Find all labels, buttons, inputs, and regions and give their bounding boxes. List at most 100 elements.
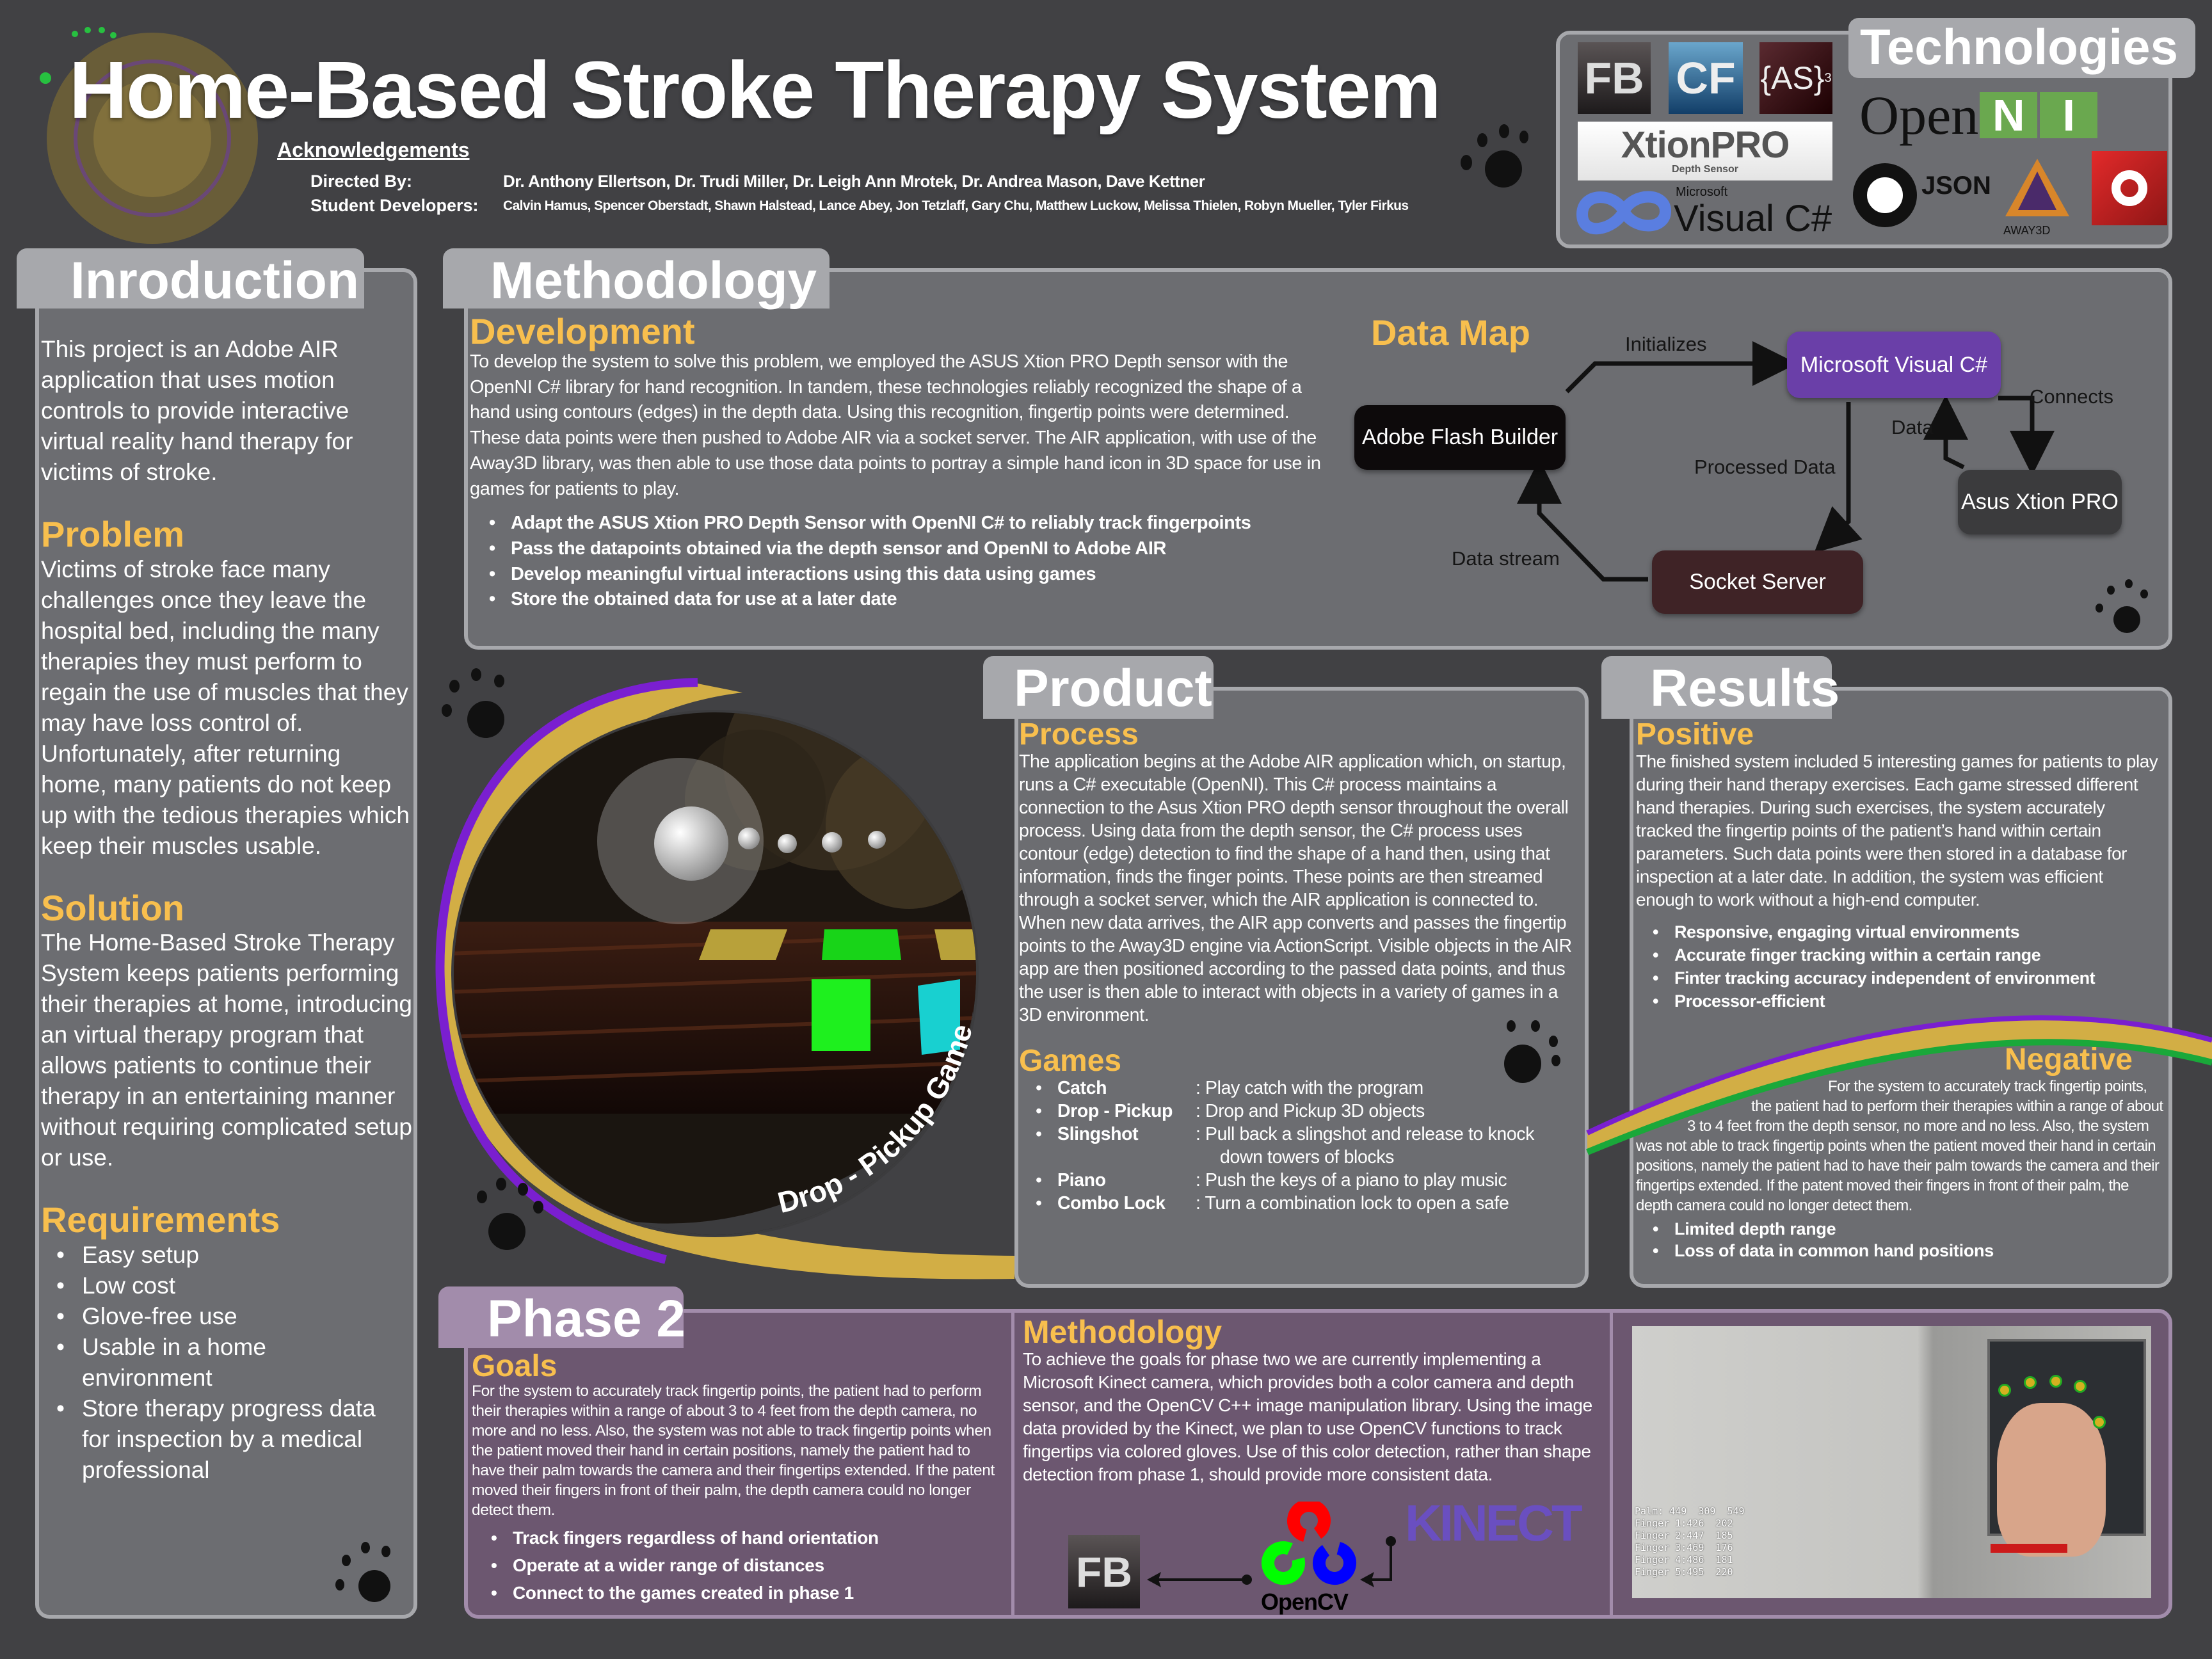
- student-developers-names: Calvin Hamus, Spencer Oberstadt, Shawn H…: [503, 198, 1409, 213]
- list-item: Easy setup: [56, 1240, 389, 1270]
- purple-arc: [435, 678, 698, 1264]
- edge-label-data-stream: Data stream: [1452, 547, 1560, 570]
- phase2-hand-tracking-photo: Palm: 449 309 549 Finger 1:426 202 Finge…: [1632, 1326, 2151, 1598]
- negative-bullets: Limited depth range Loss of data in comm…: [1653, 1218, 2168, 1262]
- development-heading: Development: [470, 311, 695, 351]
- games-heading: Games: [1019, 1044, 1122, 1078]
- technologies-tab: Technologies: [1848, 18, 2195, 78]
- flash-builder-logo: FB: [1578, 42, 1651, 114]
- results-tab: Results: [1601, 656, 1839, 719]
- phase2-methodology-text: To achieve the goals for phase two we ar…: [1023, 1349, 1592, 1484]
- goals-column: Goals For the system to accurately track…: [472, 1349, 1006, 1607]
- process-text: The application begins at the Adobe AIR …: [1019, 751, 1572, 1025]
- microsoft-label: Microsoft: [1676, 185, 1728, 199]
- list-item: Finter tracking accuracy independent of …: [1653, 966, 2164, 990]
- list-item: Glove-free use: [56, 1301, 389, 1332]
- game-row: •Combo Lock: Turn a combination lock to …: [1036, 1193, 1509, 1214]
- data-map-node-flash-builder: Adobe Flash Builder: [1354, 405, 1566, 470]
- list-item: Limited depth range: [1653, 1218, 2168, 1240]
- edge-label-connects: Connects: [2030, 385, 2113, 408]
- problem-text: Victims of stroke face many challenges o…: [41, 556, 410, 859]
- paw-print-icon: [333, 1539, 397, 1603]
- list-item: Usable in a home environment: [56, 1332, 389, 1393]
- list-item: Track fingers regardless of hand orienta…: [491, 1524, 1006, 1551]
- data-map-node-xtion: Asus Xtion PRO: [1958, 470, 2122, 534]
- product-panel: [1014, 687, 1589, 1288]
- phase2-methodology-heading: Methodology: [1023, 1314, 1222, 1350]
- list-item: Pass the datapoints obtained via the dep…: [489, 536, 1334, 562]
- list-item: Low cost: [56, 1270, 389, 1301]
- introduction-tab: Inroduction: [17, 248, 364, 309]
- directed-by-names: Dr. Anthony Ellertson, Dr. Trudi Miller,…: [503, 172, 1205, 191]
- xtion-pro-logo: XtionPRO Depth Sensor: [1578, 122, 1832, 180]
- list-item: Store the obtained data for use at a lat…: [489, 587, 1334, 613]
- process-heading: Process: [1019, 717, 1139, 751]
- edge-label-data: Data: [1891, 416, 1934, 438]
- solution-heading: Solution: [41, 887, 184, 928]
- paw-print-icon: [1459, 122, 1536, 192]
- paw-print-icon: [2094, 579, 2152, 637]
- methodology-bullets: Adapt the ASUS Xtion PRO Depth Sensor wi…: [489, 511, 1334, 613]
- paw-print-icon: [442, 666, 512, 742]
- development-column: Development To develop the system to sol…: [470, 314, 1334, 613]
- product-tab: Product: [983, 656, 1214, 719]
- adobe-air-logo: [2092, 151, 2167, 225]
- list-item: Store therapy progress data for inspecti…: [56, 1393, 389, 1486]
- list-item: Adapt the ASUS Xtion PRO Depth Sensor wi…: [489, 511, 1334, 536]
- game-row: •Piano: Push the keys of a piano to play…: [1036, 1170, 1507, 1190]
- development-text: To develop the system to solve this prob…: [470, 351, 1321, 499]
- goals-heading: Goals: [472, 1349, 557, 1383]
- introduction-column: This project is an Adobe AIR application…: [41, 334, 412, 1486]
- list-item: Connect to the games created in phase 1: [491, 1579, 1006, 1607]
- game-row: •Drop - Pickup: Drop and Pickup 3D objec…: [1036, 1101, 1425, 1121]
- negative-column: For the system to accurately track finge…: [1636, 1077, 2168, 1262]
- negative-heading: Negative: [2004, 1043, 2133, 1077]
- data-map-node-visual-cs: Microsoft Visual C#: [1787, 332, 2001, 398]
- data-map-heading: Data Map: [1371, 312, 1530, 353]
- positive-column: Positive The finished system included 5 …: [1636, 719, 2164, 1013]
- positive-bullets: Responsive, engaging virtual environment…: [1653, 920, 2164, 1013]
- openni-logo: Open N I: [1859, 88, 2098, 143]
- visual-cs-label: Visual C#: [1674, 198, 1832, 239]
- directed-by-label: Directed By:: [310, 172, 413, 191]
- seal-dots: [40, 24, 116, 88]
- requirements-heading: Requirements: [41, 1199, 280, 1240]
- opencv-logo: [1262, 1502, 1356, 1585]
- university-seal: [47, 33, 258, 244]
- page-title: Home-Based Stroke Therapy System: [69, 45, 1441, 135]
- away3d-label: AWAY3D: [2003, 224, 2051, 237]
- list-item: Responsive, engaging virtual environment…: [1653, 920, 2164, 943]
- phase2-tab: Phase 2: [438, 1286, 685, 1348]
- introduction-text: This project is an Adobe AIR application…: [41, 336, 353, 485]
- list-item: Loss of data in common hand positions: [1653, 1240, 2168, 1262]
- json-label: JSON: [1921, 172, 1991, 200]
- phase2-divider: [1011, 1309, 1014, 1619]
- methodology-tab: Methodology: [443, 248, 830, 309]
- problem-heading: Problem: [41, 514, 185, 554]
- finger-readout: Palm: 449 309 549 Finger 1:426 202 Finge…: [1635, 1505, 1745, 1578]
- data-map-node-socket-server: Socket Server: [1652, 550, 1863, 614]
- kinect-logo: KINECT: [1405, 1495, 1583, 1551]
- list-item: Operate at a wider range of distances: [491, 1551, 1006, 1579]
- paw-print-icon: [477, 1178, 547, 1254]
- game-row: •Catch: Play catch with the program: [1036, 1078, 1423, 1098]
- flash-builder-logo: FB: [1068, 1535, 1140, 1608]
- product-column: Process The application begins at the Ad…: [1019, 719, 1576, 1215]
- phase2-flow-arrows: [1147, 1536, 1396, 1587]
- list-item: Processor-efficient: [1653, 990, 2164, 1013]
- requirements-list: Easy setup Low cost Glove-free use Usabl…: [56, 1240, 389, 1486]
- opencv-label: OpenCV: [1261, 1589, 1349, 1615]
- positive-text: The finished system included 5 interesti…: [1636, 751, 2158, 910]
- coldfusion-logo: CF: [1669, 42, 1743, 114]
- list-item: Accurate finger tracking within a certai…: [1653, 943, 2164, 966]
- game-row-continuation: down towers of blocks: [1220, 1147, 1394, 1167]
- edge-label-initializes: Initializes: [1625, 333, 1707, 355]
- goals-bullets: Track fingers regardless of hand orienta…: [491, 1524, 1006, 1607]
- student-developers-label: Student Developers:: [310, 196, 479, 215]
- positive-heading: Positive: [1636, 717, 1754, 751]
- actionscript-logo: {AS}3: [1759, 42, 1832, 114]
- phase2-divider: [1610, 1309, 1613, 1619]
- phase2-methodology-column: Methodology To achieve the goals for pha…: [1023, 1316, 1599, 1486]
